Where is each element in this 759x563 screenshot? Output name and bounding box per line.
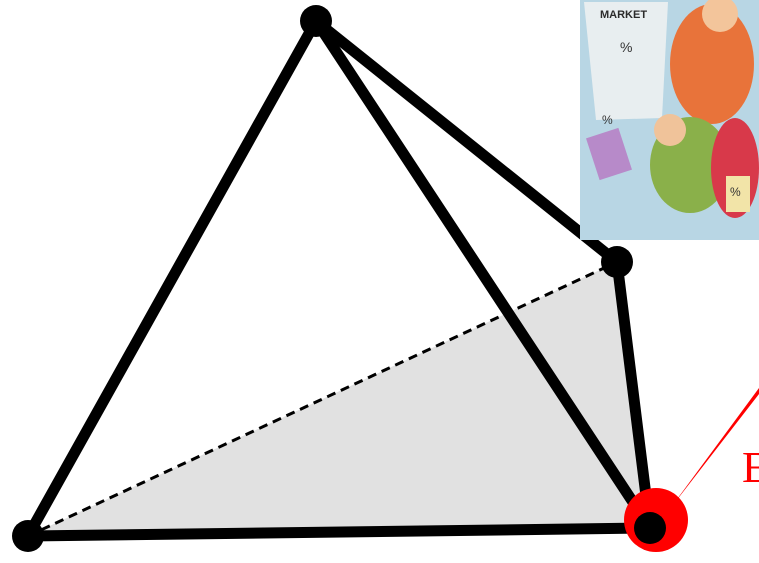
edge-apex-front-right — [310, 15, 656, 534]
edge-apex-back-right — [310, 15, 623, 268]
clipart-person-green-head — [654, 114, 686, 146]
clipart-percent-1: % — [620, 39, 632, 55]
edge-back-right-front-right — [611, 256, 656, 534]
clipart-laptop — [586, 127, 632, 181]
clipart-paper — [726, 176, 750, 212]
clipart-percent-2: % — [602, 113, 613, 127]
vertex-front-left — [12, 520, 44, 552]
clipart-person-orange-head — [702, 0, 738, 32]
callout-label: E — [742, 443, 759, 492]
clipart-person-orange — [670, 4, 754, 124]
hidden-edge — [27, 260, 618, 538]
vertex-front-right — [634, 512, 666, 544]
vertex-back-right — [601, 246, 633, 278]
edge-front-left-front-right — [22, 522, 656, 542]
base-face — [28, 262, 650, 536]
business-people-clipart: MARKET % % % — [580, 0, 759, 240]
vertex-apex — [300, 5, 332, 37]
clipart-board — [584, 2, 668, 120]
edge-apex-front-left — [22, 15, 322, 542]
clipart-market-text: MARKET — [600, 9, 647, 21]
clipart-percent-3: % — [730, 185, 741, 199]
